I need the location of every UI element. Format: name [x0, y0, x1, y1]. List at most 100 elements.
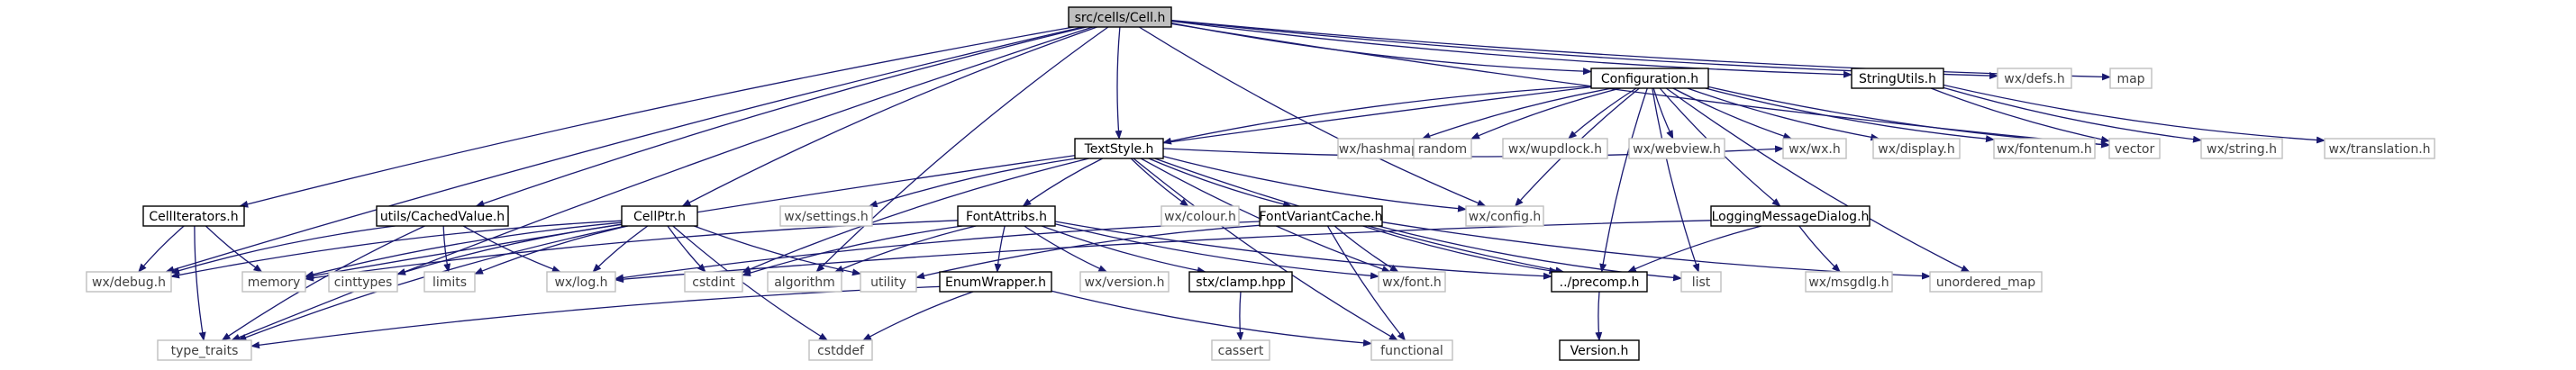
node-wxconfig: wx/config.h [1465, 205, 1544, 227]
edge-cell-to-vector [1170, 23, 2110, 149]
edge-configuration-to-wxfontenum [1705, 87, 1995, 143]
include-edge [1326, 225, 1406, 341]
node-box [860, 271, 917, 293]
edge-celliterators-to-typetraits [194, 225, 206, 341]
include-edge [1133, 158, 1398, 341]
node-cstdint: cstdint [684, 271, 743, 293]
include-edge [1705, 87, 1995, 143]
edge-cell-to-stringutils [1170, 20, 1852, 78]
include-edge [239, 26, 1074, 208]
node-box [1929, 271, 2043, 293]
edge-fontvariantcache-to-functional [1326, 225, 1406, 341]
node-cell[interactable]: src/cells/Cell.h [1068, 6, 1172, 28]
include-edge [1170, 23, 2110, 149]
node-box [1680, 271, 1722, 293]
edge-cell-to-wxdefs [1170, 20, 1998, 80]
node-label: EnumWrapper.h [945, 275, 1046, 290]
node-versionh[interactable]: Version.h [1559, 339, 1640, 361]
node-limits: limits [423, 271, 476, 293]
node-precomp[interactable]: ../precomp.h [1551, 271, 1648, 293]
node-wxsettings: wx/settings.h [779, 205, 873, 227]
node-box [2324, 138, 2435, 159]
node-cachedvalue[interactable]: utils/CachedValue.h [376, 205, 509, 227]
include-edge [1568, 87, 1637, 140]
include-edge [1170, 22, 1592, 76]
node-configuration[interactable]: Configuration.h [1590, 68, 1709, 89]
node-label: wx/msgdlg.h [1808, 275, 1889, 290]
node-enumwrapper[interactable]: EnumWrapper.h [939, 271, 1052, 293]
node-wxhashmap: wx/hashmap.h [1337, 138, 1433, 159]
node-label: wx/colour.h [1164, 210, 1236, 224]
node-fontvariantcache[interactable]: FontVariantCache.h [1259, 205, 1383, 227]
node-box [808, 339, 873, 361]
node-utility: utility [860, 271, 917, 293]
node-stringutils[interactable]: StringUtils.h [1851, 68, 1944, 89]
include-edge [1148, 158, 1293, 208]
edge-fontattribs-to-algorithm [833, 225, 977, 273]
include-edge [1652, 87, 1700, 273]
node-wxlog: wx/log.h [546, 271, 616, 293]
edge-configuration-to-unorderedmap [1665, 87, 1971, 273]
node-map: map [2109, 68, 2153, 89]
edge-configuration-to-vector [1707, 86, 2110, 149]
include-edge [165, 26, 1083, 274]
node-box [86, 271, 172, 293]
include-edge [1381, 221, 1931, 280]
include-edge [614, 220, 1712, 284]
node-label: stx/clamp.hpp [1196, 275, 1286, 290]
edge-stxclamp-to-cassert [1236, 291, 1244, 341]
include-edge [1943, 84, 2326, 144]
edge-fontvariantcache-to-precomp [1362, 225, 1559, 275]
node-label: src/cells/Cell.h [1075, 11, 1166, 25]
include-edge [475, 26, 1087, 207]
node-box [1502, 138, 1608, 159]
include-edge [742, 158, 1089, 274]
include-edge [1672, 87, 1793, 140]
node-box [1590, 68, 1709, 89]
node-functional: functional [1370, 339, 1453, 361]
include-edge [1595, 291, 1603, 341]
edge-fontvariantcache-to-utility [915, 224, 1261, 280]
include-edge [1170, 20, 1852, 78]
include-edge [474, 225, 629, 275]
node-label: random [1418, 142, 1467, 157]
node-loggingdialog[interactable]: LoggingMessageDialog.h [1710, 205, 1871, 227]
edge-cell-to-celliterators [239, 26, 1074, 208]
node-label: utils/CachedValue.h [380, 210, 505, 224]
node-label: Configuration.h [1601, 72, 1698, 86]
node-celliterators[interactable]: CellIterators.h [142, 205, 245, 227]
edge-cell-to-textstyle [1115, 26, 1123, 140]
node-cellptr[interactable]: CellPtr.h [621, 205, 698, 227]
include-edge [170, 220, 623, 279]
edge-cell-to-wxdebug [165, 26, 1083, 274]
node-box [1079, 271, 1170, 293]
node-label: vector [2115, 142, 2155, 157]
node-fontattribs[interactable]: FontAttribs.h [957, 205, 1056, 227]
edge-configuration-to-wxdisplay [1687, 87, 1880, 141]
node-label: wx/log.h [554, 275, 607, 290]
edge-cellptr-to-cstdint [667, 225, 706, 273]
node-textstyle[interactable]: TextStyle.h [1074, 138, 1164, 159]
node-label: wx/defs.h [2004, 72, 2065, 86]
node-label: wx/config.h [1469, 210, 1542, 224]
edge-cell-to-map [1170, 19, 2111, 81]
include-edge [833, 225, 977, 273]
node-box [621, 205, 698, 227]
node-label: wx/display.h [1878, 142, 1955, 157]
edge-cachedvalue-to-wxdebug [170, 225, 396, 275]
edge-textstyle-to-wxconfig [1162, 155, 1467, 212]
edge-cachedvalue-to-limits [442, 225, 451, 273]
edge-loggingdialog-to-precomp [1626, 225, 1762, 273]
include-edge [1362, 225, 1559, 275]
include-edge [915, 224, 1261, 280]
node-vector: vector [2108, 138, 2161, 159]
edge-cell-to-algorithm [815, 26, 1109, 273]
edge-cell-to-typetraits [231, 26, 1094, 341]
edge-cellptr-to-limits [474, 225, 629, 275]
include-edge [1051, 290, 1372, 347]
edge-cell-to-cellptr [681, 26, 1097, 207]
node-label: list [1692, 275, 1711, 290]
node-label: type_traits [171, 344, 239, 358]
edge-celliterators-to-memory [205, 225, 263, 273]
node-stxclamp[interactable]: stx/clamp.hpp [1188, 271, 1293, 293]
